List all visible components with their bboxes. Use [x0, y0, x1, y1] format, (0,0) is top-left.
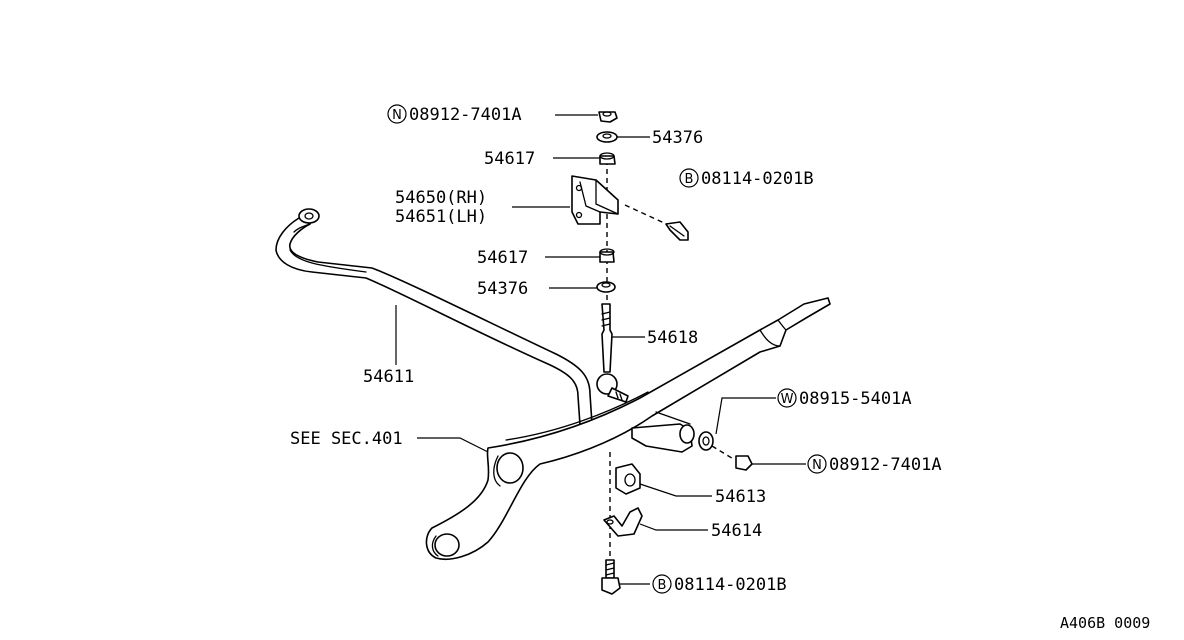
callout-bolt-bottom: B 08114-0201B	[652, 574, 787, 595]
part-number-label: 08114-0201B	[674, 575, 787, 595]
part-number-label: 54613	[715, 487, 766, 507]
bushing-top[interactable]	[599, 152, 616, 165]
nut-right[interactable]	[735, 455, 753, 471]
part-number-label: 54376	[477, 279, 528, 299]
part-number-label: 54650(RH)	[395, 188, 487, 208]
bolt-top[interactable]	[665, 221, 689, 241]
callout-nut-right: N 08912-7401A	[807, 454, 942, 475]
callout-nut-top: N 08912-7401A	[387, 104, 522, 125]
bar-bushing[interactable]	[615, 463, 641, 495]
part-number-label: 08912-7401A	[829, 455, 942, 475]
nut-top[interactable]	[598, 111, 618, 123]
b-badge-icon	[679, 168, 699, 188]
stabilizer-bar[interactable]	[275, 208, 593, 426]
washer-w[interactable]	[698, 431, 714, 451]
part-number-label: 54617	[484, 149, 535, 169]
part-number-label: 54611	[363, 367, 414, 387]
link-rod[interactable]	[596, 303, 629, 403]
part-number-label: 54614	[711, 521, 762, 541]
svg-text:N: N	[392, 108, 402, 123]
part-number-label: 54651(LH)	[395, 207, 487, 227]
part-number-label: 08915-5401A	[799, 389, 912, 409]
n-badge-icon	[807, 454, 827, 474]
part-number-label: 54618	[647, 328, 698, 348]
bracket[interactable]	[571, 175, 619, 225]
crossmember[interactable]	[425, 297, 831, 560]
washer-centerline	[711, 445, 736, 461]
callout-bolt-top: B 08114-0201B	[679, 168, 814, 189]
part-number-label: 08912-7401A	[409, 105, 522, 125]
bolt-bottom[interactable]	[601, 559, 621, 595]
washer-top[interactable]	[596, 131, 618, 143]
section-reference: SEE SEC.401	[290, 429, 403, 449]
svg-text:B: B	[658, 578, 667, 593]
b-badge-icon	[652, 574, 672, 594]
leader-lines	[395, 114, 806, 585]
w-badge-icon	[777, 388, 797, 408]
svg-text:W: W	[781, 392, 794, 407]
n-badge-icon	[387, 104, 407, 124]
figure-id: A406B 0009	[1060, 614, 1150, 632]
clamp[interactable]	[603, 507, 643, 537]
svg-text:N: N	[812, 458, 822, 473]
part-number-label: 08114-0201B	[701, 169, 814, 189]
washer-mid[interactable]	[596, 281, 616, 293]
svg-text:B: B	[685, 172, 694, 187]
part-number-label: 54376	[652, 128, 703, 148]
callout-washer-w: W 08915-5401A	[777, 388, 912, 409]
bushing-mid[interactable]	[599, 248, 615, 263]
part-number-label: 54617	[477, 248, 528, 268]
